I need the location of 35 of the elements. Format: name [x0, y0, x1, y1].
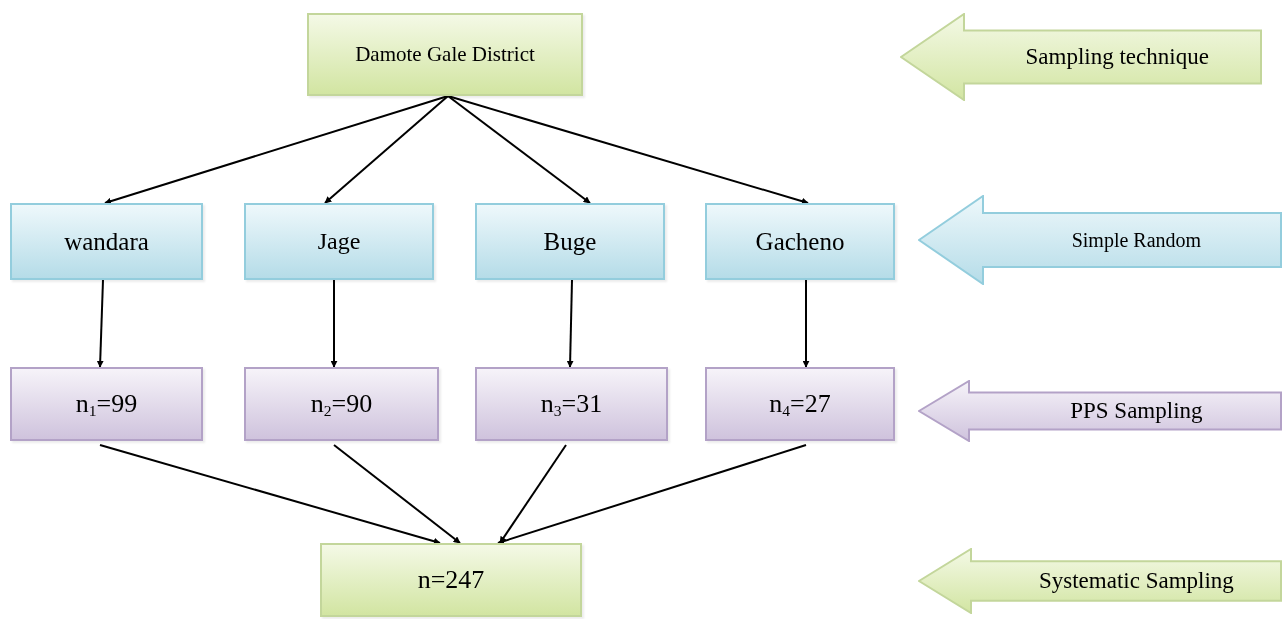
arrow: [802, 279, 810, 368]
arrow-label: Sampling technique: [1024, 43, 1210, 72]
process-box: [705, 203, 895, 280]
arrow: [497, 444, 807, 545]
arrow: [566, 279, 574, 368]
box-label: n$_{4}$=27: [769, 388, 831, 420]
arrow: [96, 279, 104, 368]
arrow-label: Systematic Sampling: [1037, 567, 1235, 596]
arrow: [99, 444, 441, 545]
process-box: [10, 203, 203, 280]
arrow: [447, 95, 809, 205]
arrow: [333, 444, 461, 544]
box-label: Jage: [317, 228, 361, 255]
box-label: Buge: [543, 227, 597, 256]
arrow-label: PPS Sampling: [1069, 397, 1204, 426]
process-box: [475, 203, 665, 280]
box-label: n=247: [417, 565, 485, 595]
process-box: [475, 367, 668, 441]
box-label: n$_{2}$=90: [310, 388, 373, 420]
box-label: n$_{1}$=99: [75, 388, 138, 420]
box-label: Gacheno: [755, 227, 845, 256]
arrow-label: Simple Random: [1070, 228, 1203, 253]
process-box: [244, 203, 434, 280]
arrow: [447, 95, 591, 204]
arrow: [330, 279, 338, 368]
process-box: [705, 367, 895, 441]
process-box: [10, 367, 203, 441]
process-box: [320, 543, 582, 617]
box-label: n$_{3}$=31: [540, 388, 603, 420]
process-box: [307, 13, 583, 96]
arrow: [324, 95, 449, 204]
box-label: Damote Gale District: [355, 42, 535, 67]
process-box: [244, 367, 439, 441]
box-label: wandara: [64, 227, 149, 256]
arrow: [104, 95, 449, 205]
